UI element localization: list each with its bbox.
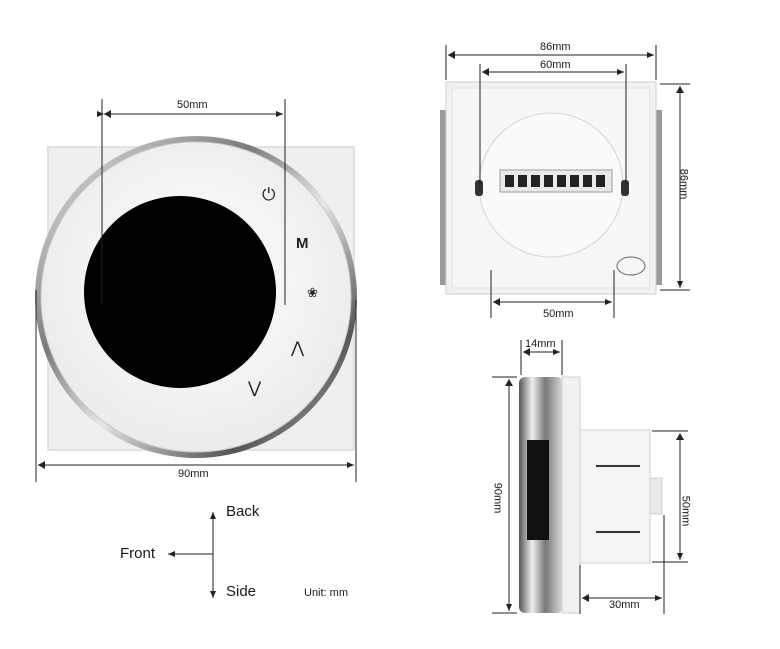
back-dim-inner-label: 60mm bbox=[540, 59, 571, 71]
front-dim-bottom-label: 90mm bbox=[178, 468, 209, 480]
back-passed-stamp bbox=[616, 256, 646, 276]
side-housing bbox=[579, 429, 651, 564]
back-dim-bottom-label: 50mm bbox=[543, 308, 574, 320]
side-dim-height-arrow-top bbox=[505, 379, 513, 386]
side-dim-right-label: 50mm bbox=[679, 495, 692, 527]
power-icon: ⏻ bbox=[262, 185, 276, 204]
side-view bbox=[492, 340, 688, 614]
front-view bbox=[35, 99, 357, 482]
unit-label: Unit: mm bbox=[304, 587, 348, 599]
front-display bbox=[84, 196, 276, 388]
side-front-face bbox=[527, 440, 549, 540]
front-dim-bottom-arrow-left bbox=[38, 461, 45, 469]
side-backplate bbox=[561, 376, 581, 614]
side-dim-bottom-arrow-left bbox=[582, 594, 589, 602]
back-dim-bottom-arrow-left bbox=[493, 298, 500, 306]
fan-icon: ❀ bbox=[307, 285, 318, 300]
side-dim-top-label: 14mm bbox=[525, 338, 556, 350]
legend-back-label: Back bbox=[226, 503, 260, 520]
back-terminals bbox=[505, 175, 605, 187]
back-dim-height-label: 86mm bbox=[677, 168, 690, 200]
down-arrow-icon: ⋁ bbox=[248, 380, 262, 397]
back-view bbox=[440, 45, 690, 318]
side-dim-height-label: 90mm bbox=[491, 482, 504, 514]
back-dim-height-arrow-top bbox=[676, 86, 684, 93]
front-dim-top-arrow-left bbox=[104, 110, 111, 118]
back-slot-right bbox=[621, 180, 629, 196]
mode-button-label: M bbox=[296, 235, 309, 252]
back-slot-left bbox=[475, 180, 483, 196]
side-nub bbox=[649, 477, 663, 515]
orientation-legend bbox=[168, 512, 216, 598]
legend-side-label: Side bbox=[226, 583, 257, 600]
side-dim-bottom-label: 30mm bbox=[609, 599, 640, 611]
back-dim-inner-arrow-left bbox=[482, 68, 489, 76]
side-dim-top-arrow-left bbox=[523, 348, 530, 356]
legend-front-label: Front bbox=[120, 545, 156, 562]
side-dim-right-arrow-top bbox=[676, 433, 684, 440]
back-dim-outer-arrow-left bbox=[448, 51, 455, 59]
up-arrow-icon: ⋀ bbox=[291, 340, 305, 357]
back-dim-outer-label: 86mm bbox=[540, 41, 571, 53]
front-dim-top-label: 50mm bbox=[177, 99, 208, 111]
back-terminal-block bbox=[499, 169, 613, 193]
